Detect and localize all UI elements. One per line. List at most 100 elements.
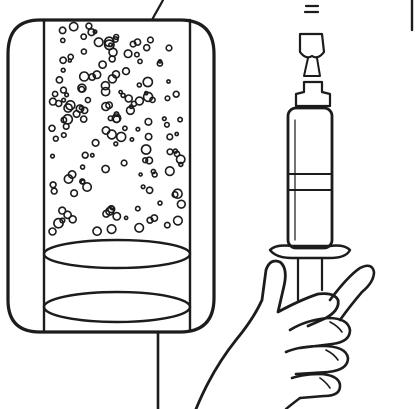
- bubble: [107, 130, 116, 139]
- syringe-tip-icon: [296, 82, 330, 106]
- bubble: [91, 154, 94, 157]
- bubble: [179, 162, 183, 166]
- bubble: [142, 145, 151, 154]
- bubble: [123, 68, 130, 75]
- hand-icon: [196, 261, 338, 409]
- bubble: [151, 169, 155, 173]
- bubble: [135, 52, 139, 56]
- bubble: [50, 182, 56, 188]
- bubble: [53, 91, 58, 96]
- bubble: [148, 37, 154, 43]
- bubble: [136, 127, 140, 131]
- bubble: [123, 126, 127, 130]
- cap-neck-icon: [304, 58, 320, 76]
- bubble: [81, 116, 87, 122]
- bubble: [108, 116, 113, 121]
- hand-nail-1: [330, 322, 342, 332]
- hand-thumb: [330, 266, 374, 320]
- bubble: [61, 68, 65, 72]
- bubble: [61, 87, 67, 93]
- bubble: [158, 201, 162, 205]
- bubble: [79, 87, 84, 92]
- bubble: [93, 227, 101, 235]
- bubble: [178, 117, 182, 121]
- bubble: [135, 224, 144, 233]
- bubble: [136, 206, 140, 210]
- bubble: [79, 106, 82, 109]
- bubble: [71, 190, 78, 197]
- bubble: [102, 88, 110, 96]
- bubble: [167, 134, 173, 140]
- top-tube-icon: [152, 0, 163, 20]
- bubble: [166, 167, 175, 176]
- bubble: [69, 216, 76, 223]
- bubble: [99, 61, 106, 68]
- liquid-surface-lower: [44, 292, 190, 322]
- bubble: [92, 140, 99, 147]
- bubble: [143, 77, 152, 86]
- bubble: [137, 83, 141, 87]
- bubble: [113, 213, 120, 220]
- bubble: [125, 216, 128, 219]
- bubble: [124, 50, 132, 58]
- bubble: [62, 133, 67, 138]
- bubble: [49, 125, 55, 131]
- chamber-icon: [8, 20, 214, 332]
- bubble: [145, 134, 151, 140]
- bubble: [81, 34, 86, 39]
- hand-finger-3: [292, 374, 340, 398]
- bubble: [165, 96, 170, 101]
- bubble: [59, 27, 65, 33]
- hand-nail-3: [320, 378, 330, 388]
- hand-wrist: [286, 398, 300, 409]
- bubble: [80, 179, 85, 184]
- bubble: [165, 123, 170, 128]
- bubbles-group: [49, 22, 185, 235]
- bubble: [81, 49, 86, 54]
- bubble: [49, 228, 56, 235]
- bubble: [56, 77, 62, 83]
- bubble: [141, 185, 145, 189]
- bubble: [121, 160, 127, 166]
- bubble: [85, 98, 90, 103]
- cap-icon: [305, 6, 318, 12]
- bubble: [107, 225, 116, 234]
- bubble: [60, 57, 66, 63]
- bubble: [102, 165, 109, 172]
- liquid-surface-upper: [44, 240, 190, 268]
- bubble: [94, 38, 103, 47]
- hand-finger-1: [290, 318, 350, 348]
- bubble: [125, 95, 132, 102]
- bubble: [166, 45, 172, 51]
- bubble: [173, 91, 179, 97]
- bubble: [86, 23, 92, 29]
- bubble: [80, 72, 89, 81]
- bubble: [175, 132, 178, 135]
- bubble: [81, 165, 85, 169]
- bubble: [109, 48, 117, 56]
- bubble: [51, 154, 55, 158]
- cap-connector-icon: [300, 34, 324, 57]
- bubble: [70, 22, 78, 30]
- bubble: [163, 117, 167, 121]
- bubble: [167, 80, 170, 83]
- bubble: [53, 136, 58, 141]
- bubble: [144, 45, 150, 51]
- bubble: [174, 216, 183, 225]
- bubble: [139, 173, 142, 176]
- bubble: [147, 187, 153, 193]
- bubble: [119, 91, 122, 94]
- bubble: [136, 97, 144, 105]
- bubble: [165, 222, 170, 227]
- bubble: [62, 98, 66, 102]
- bubble: [68, 54, 73, 59]
- bubble: [51, 188, 57, 194]
- bubble: [138, 59, 142, 63]
- bubble: [167, 149, 173, 155]
- bubble: [177, 200, 185, 208]
- hand-nail-2: [326, 350, 338, 360]
- bubble: [130, 138, 133, 141]
- bubble: [65, 93, 69, 97]
